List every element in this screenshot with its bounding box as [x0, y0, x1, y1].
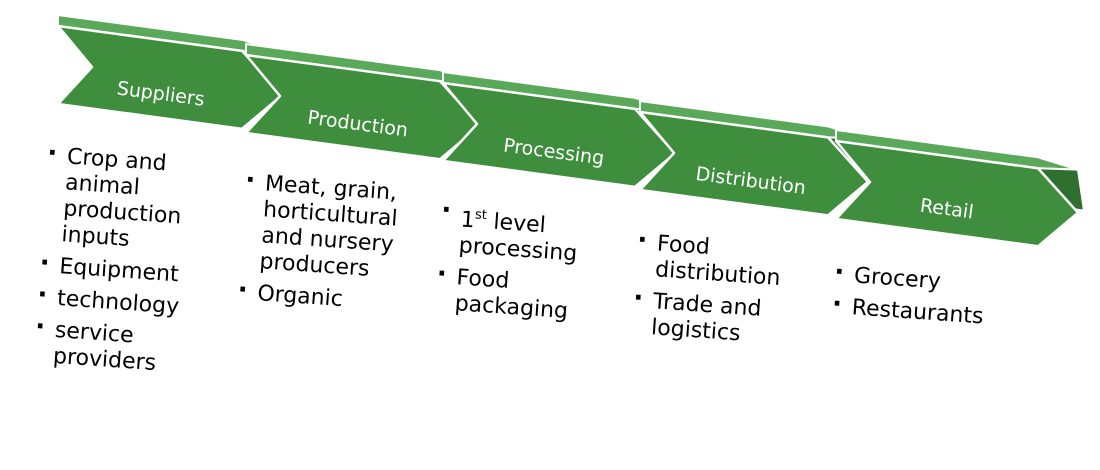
stage-list-processing: 1st level processingFood packaging: [433, 200, 606, 333]
list-item: Equipment: [39, 253, 190, 289]
stage-list-production: Meat, grain, horticultural and nursery p…: [236, 170, 411, 323]
stage-list-distribution: Food distributionTrade and logistics: [630, 230, 803, 357]
list-item: service providers: [32, 317, 185, 379]
stage-list-retail: GroceryRestaurants: [831, 262, 1000, 337]
chevron-distribution: [638, 110, 870, 217]
chevron-suppliers: [56, 24, 284, 131]
chevron-processing: [441, 81, 677, 189]
list-item: Meat, grain, horticultural and nursery p…: [239, 170, 411, 285]
list-item: Restaurants: [831, 294, 997, 331]
list-item: Food distribution: [634, 230, 802, 293]
list-item: Food packaging: [434, 264, 602, 327]
list-item: technology: [36, 285, 187, 321]
chevron-retail: [834, 139, 1080, 248]
list-item: 1st level processing: [438, 200, 607, 269]
list-item: Trade and logistics: [630, 288, 798, 351]
chevron-row: SuppliersProductionProcessingDistributio…: [56, 13, 1086, 248]
list-item: Organic: [237, 280, 403, 317]
list-item: Crop and animal production inputs: [41, 143, 198, 257]
chevron-production: [244, 53, 482, 161]
stage-list-suppliers: Crop and animal production inputsEquipme…: [32, 143, 198, 385]
